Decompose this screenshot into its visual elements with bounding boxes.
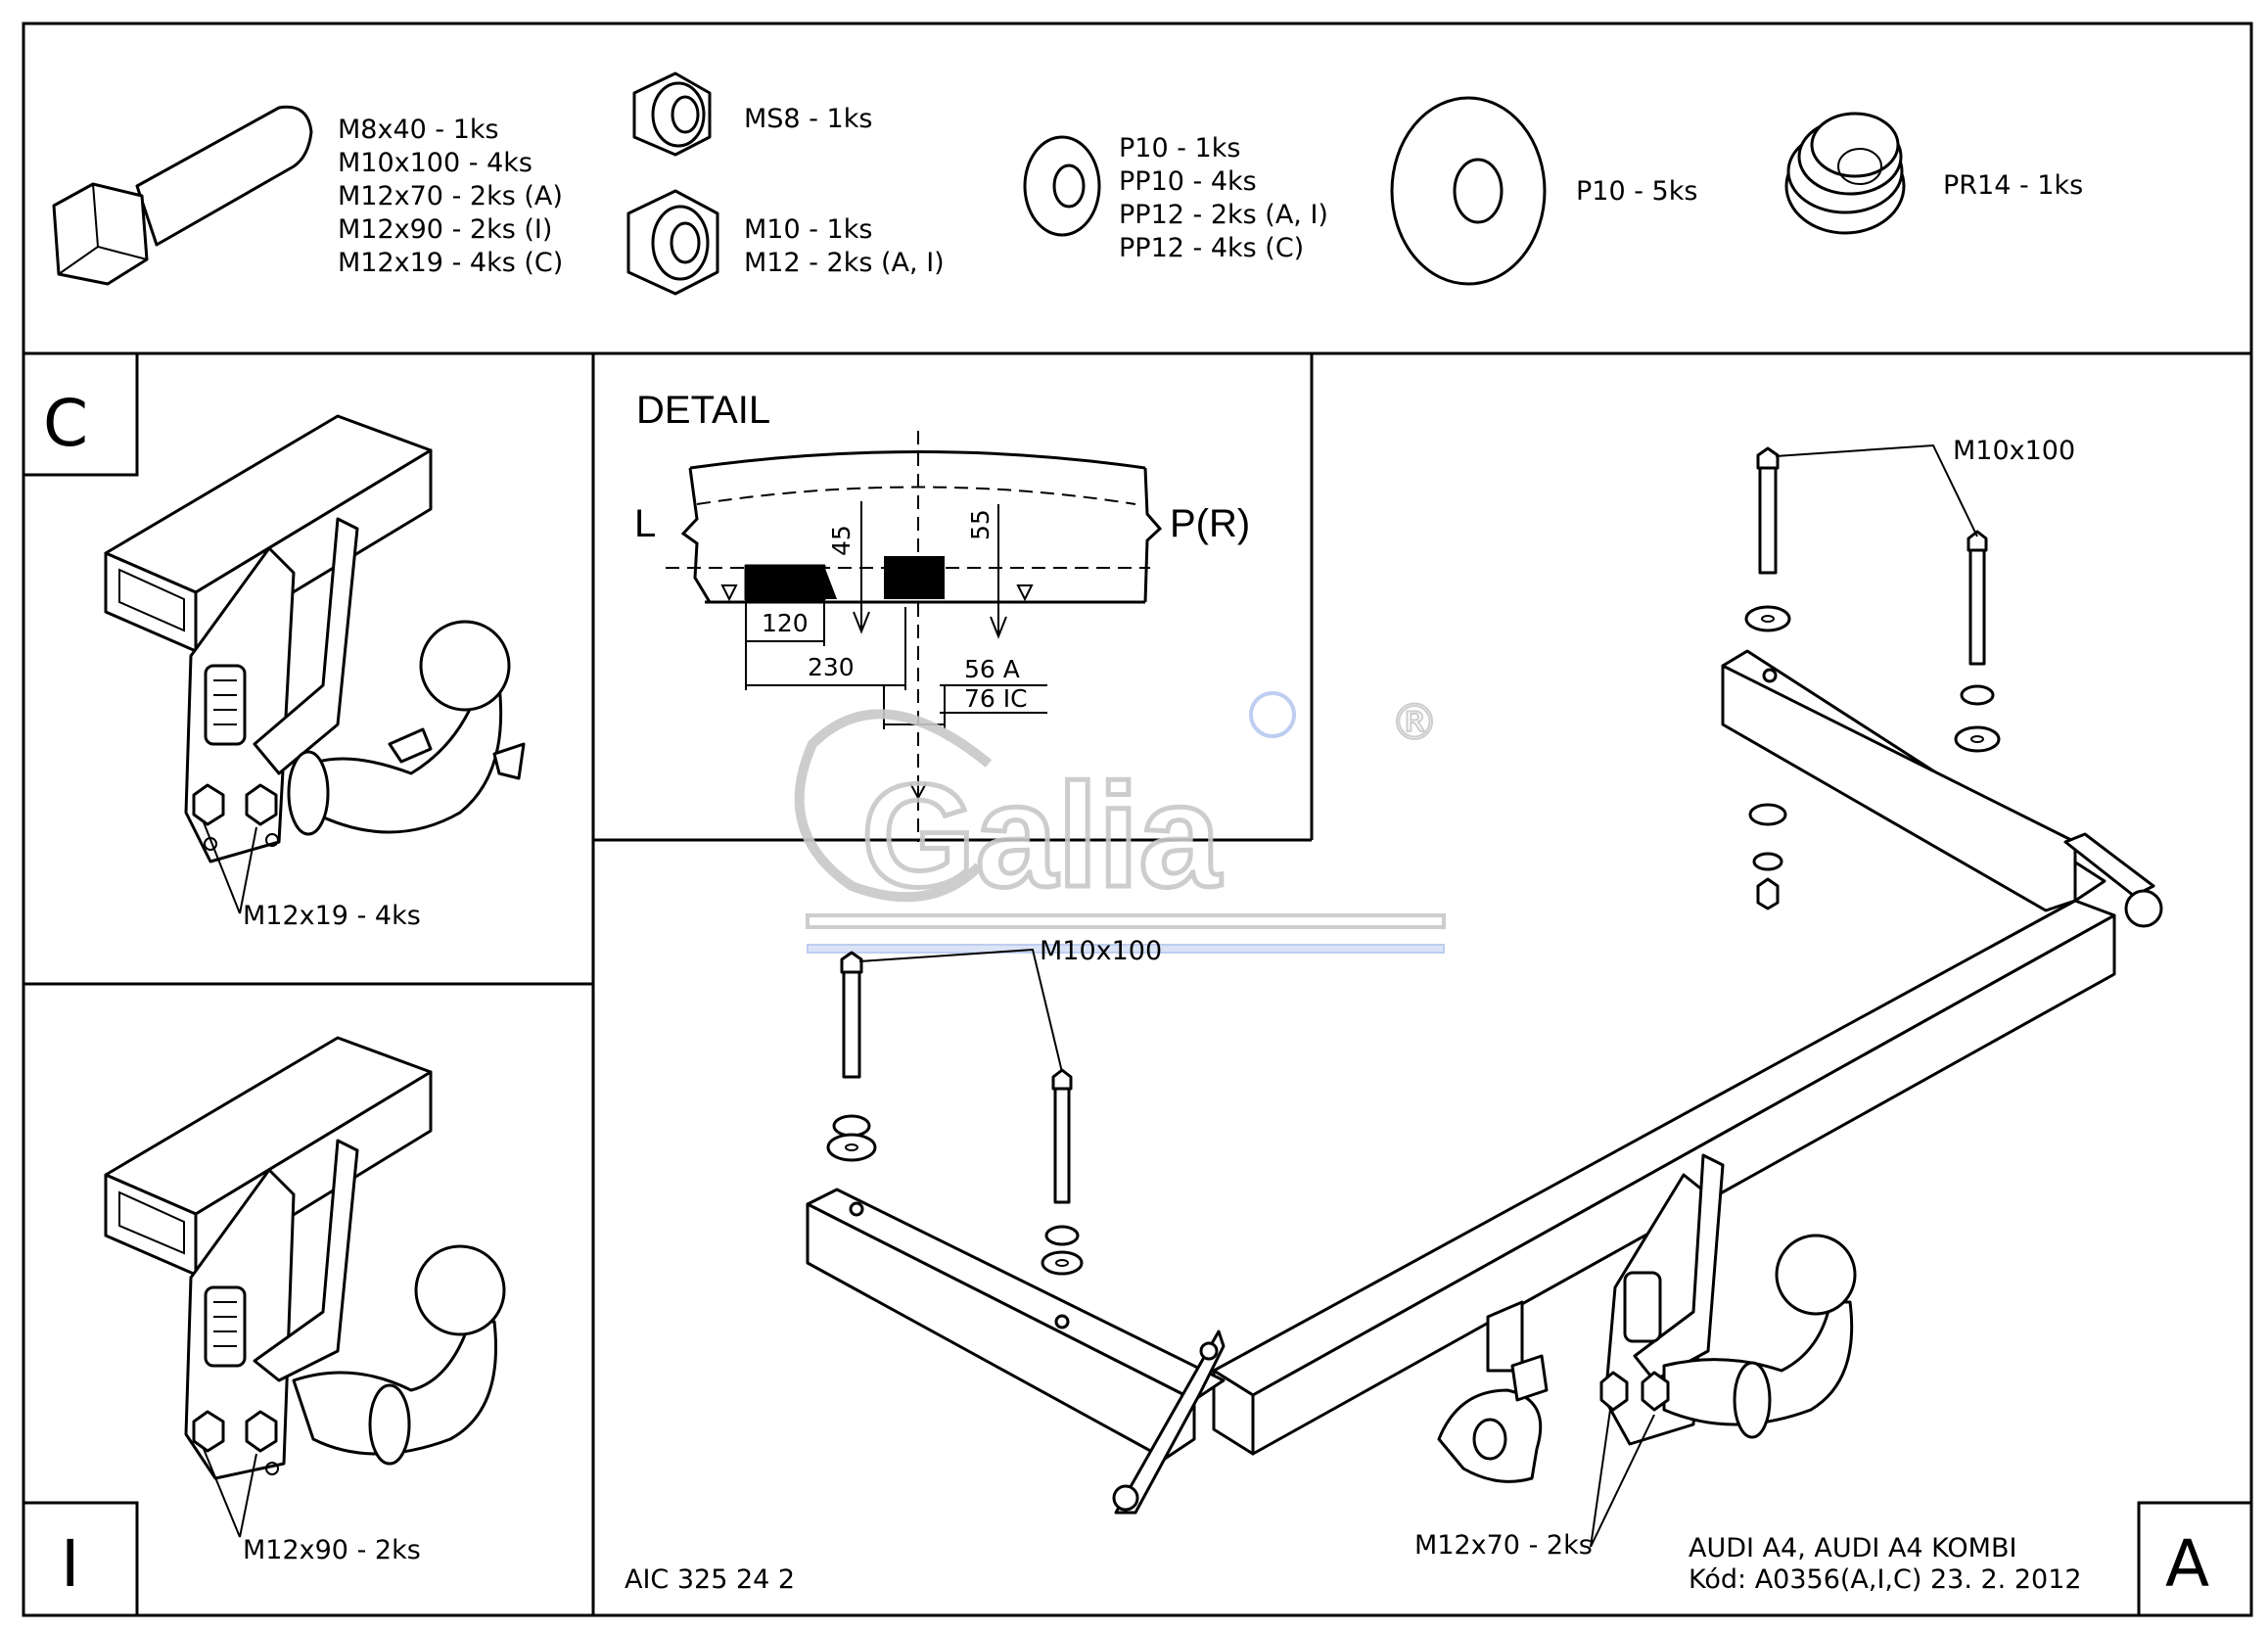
detail-dimensions — [745, 501, 1047, 729]
washer-label-2: PP10 - 4ks — [1119, 166, 1257, 197]
detail-title: DETAIL — [636, 389, 770, 432]
bolt-label-2: M10x100 - 4ks — [338, 148, 532, 178]
bolt-label-1: M8x40 - 1ks — [338, 115, 499, 145]
galia-watermark: Galia ® — [794, 691, 1446, 954]
towbar-assembly-drawing — [806, 649, 2163, 1515]
panel-i-bolt-label: M12x90 - 2ks — [243, 1535, 421, 1565]
washer-label-1: P10 - 1ks — [1119, 133, 1240, 163]
dim-230: 230 — [808, 653, 855, 681]
panel-c-letter: C — [43, 386, 88, 461]
washer-large-label: P10 - 5ks — [1576, 176, 1697, 207]
bolt-label-bottom: M12x70 - 2ks — [1414, 1530, 1593, 1561]
kod-label: Kód: A0356(A,I,C) 23. 2. 2012 — [1689, 1564, 2082, 1595]
detail-right-label: P(R) — [1170, 502, 1250, 545]
washer-label-4: PP12 - 4ks (C) — [1119, 233, 1304, 263]
hardware-row: M8x40 - 1ks M10x100 - 4ks M12x70 - 2ks (… — [52, 71, 2083, 296]
nylock-nut-icon — [632, 71, 712, 157]
nut-label-1: M10 - 1ks — [744, 214, 872, 245]
large-washer-icon — [1390, 96, 1547, 286]
detail-left-label: L — [634, 502, 656, 545]
hex-nut-icon — [626, 189, 719, 296]
panel-i: I M12x90 - 2ks — [22, 1036, 506, 1617]
panel-c: C M12x19 - 4ks — [22, 351, 526, 931]
sheet-frame — [22, 22, 2253, 1617]
bolt-label-left: M10x100 — [1040, 936, 1162, 966]
spring-label: PR14 - 1ks — [1943, 170, 2083, 201]
small-washer-icon — [1023, 135, 1101, 237]
watermark-mark: ® — [1390, 694, 1439, 751]
dim-120: 120 — [762, 609, 809, 637]
panel-c-bolt-label: M12x19 - 4ks — [243, 901, 421, 931]
nut-small-label: MS8 - 1ks — [744, 104, 872, 134]
watermark-brand: Galia — [861, 753, 1222, 917]
washer-label-3: PP12 - 2ks (A, I) — [1119, 200, 1328, 230]
vehicle-label: AUDI A4, AUDI A4 KOMBI — [1689, 1533, 2016, 1563]
bolt-set-left — [826, 951, 1084, 1276]
bolt-label-3: M12x70 - 2ks (A) — [338, 181, 563, 211]
bolt-label-5: M12x19 - 4ks (C) — [338, 248, 563, 278]
panel-a: A — [625, 436, 2253, 1617]
bolt-set-top-right — [1744, 446, 2001, 910]
panel-i-letter: I — [61, 1526, 79, 1602]
detail-panel: DETAIL L P(R) 45 55 120 — [634, 389, 1250, 842]
towbar-c-drawing — [104, 414, 526, 863]
drawing-code: AIC 325 24 2 — [625, 1564, 795, 1595]
dim-76ic: 76 IC — [964, 684, 1028, 713]
nut-label-2: M12 - 2ks (A, I) — [744, 248, 945, 278]
panel-a-letter: A — [2165, 1526, 2209, 1602]
detail-bumper-section — [666, 431, 1163, 842]
hex-bolt-icon — [52, 105, 313, 286]
spring-washer-icon — [1784, 112, 1906, 235]
dim-45: 45 — [827, 525, 856, 556]
bolt-label-top: M10x100 — [1953, 436, 2075, 466]
dim-55: 55 — [966, 509, 995, 540]
bolt-label-4: M12x90 - 2ks (I) — [338, 214, 552, 245]
dim-56a: 56 A — [964, 655, 1020, 683]
towbar-i-drawing — [104, 1036, 506, 1480]
